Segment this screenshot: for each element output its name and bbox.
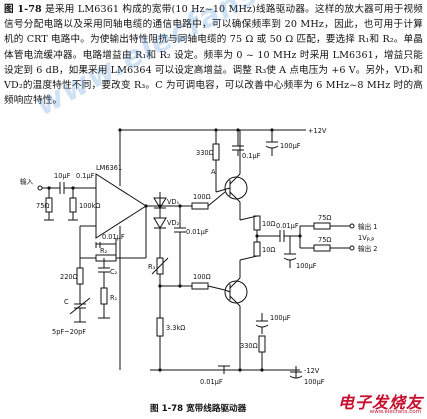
label-c-bot3: 100μF: [304, 378, 325, 386]
label-c-bot2: 0.01μF: [200, 378, 223, 386]
label-r-base2: 100Ω: [193, 273, 211, 281]
opamp-label: LM6361: [96, 164, 122, 172]
label-r1: R₁: [110, 294, 118, 302]
logo-name: 电子发烧友: [337, 393, 423, 412]
output2-label: 输出 2: [358, 244, 377, 253]
label-c-out: 0.01μF: [276, 222, 299, 230]
label-c-fb: 0.01μF: [102, 233, 125, 241]
label-r-in2: 100kΩ: [79, 202, 100, 210]
label-r2: R₂: [100, 247, 108, 255]
label-r-bot: 330Ω: [240, 342, 258, 350]
label-r-top: 330Ω: [196, 149, 214, 157]
site-logo: 电子发烧友 www.elecfans.com: [297, 389, 423, 415]
label-r-in1: 75Ω: [36, 202, 49, 210]
label-c-in: 10μF: [54, 172, 71, 180]
label-vd1: VD₁: [167, 198, 180, 206]
label-c-out2: 100μF: [296, 262, 317, 270]
figure-reference: 图 1-78: [4, 4, 42, 15]
label-r-out1: 75Ω: [318, 214, 331, 222]
label-c2: C₂: [110, 268, 118, 276]
supply-positive-label: +12V: [308, 127, 327, 135]
supply-negative-label: -12V: [304, 367, 320, 375]
label-c-var-range: 5pF~20pF: [52, 328, 86, 336]
body-paragraph: 图 1-78 是采用 LM6361 构成的宽带(10 Hz~10 MHz)线路驱…: [4, 2, 423, 108]
label-c-top2: 100μF: [280, 142, 301, 150]
label-c-mid: 0.01μF: [186, 228, 209, 236]
input-label: 输入: [20, 177, 34, 186]
output1-label: 输出 1: [358, 222, 377, 231]
label-r-out2: 75Ω: [318, 236, 331, 244]
label-c-bot1: 100μF: [270, 314, 291, 322]
label-c-top1: 0.1μF: [242, 152, 261, 160]
label-r-base1: 100Ω: [193, 193, 211, 201]
label-c-in2: 0.1μF: [76, 172, 95, 180]
label-r-e2: 10Ω: [262, 246, 275, 254]
label-c-var: C: [64, 298, 69, 306]
label-r-33k: 3.3kΩ: [166, 324, 185, 332]
circuit-schematic: +12V -12V LM6361 输入 输出 1 输出 2 1VP-P 10μF…: [20, 127, 377, 386]
label-vd2: VD₂: [167, 219, 180, 227]
label-r-e1: 10Ω: [262, 220, 275, 228]
figure-caption: 图 1-78 宽带线路驱动器: [150, 404, 247, 414]
output-level-label: 1VP-P: [358, 234, 374, 244]
logo-url: www.elecfans.com: [369, 409, 421, 415]
label-r-220: 220Ω: [60, 273, 78, 281]
label-node-a: A: [211, 168, 216, 176]
paragraph-text: 是采用 LM6361 构成的宽带(10 Hz~10 MHz)线路驱动器。这样的放…: [4, 4, 424, 107]
label-r3: R₃: [148, 263, 156, 271]
